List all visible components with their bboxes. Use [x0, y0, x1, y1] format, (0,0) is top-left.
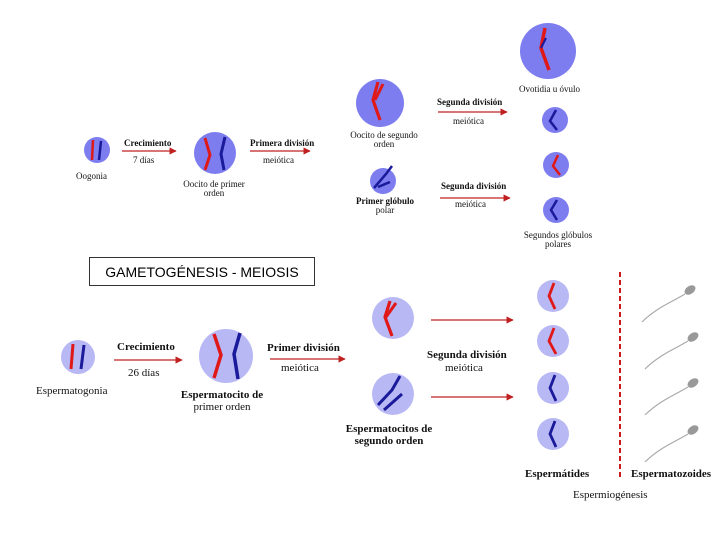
oogenesis-growth-label: Crecimiento [124, 138, 172, 148]
spermatid-cell [537, 418, 569, 450]
primary-oocyte-cell [194, 132, 236, 174]
spermatogenesis-first-division-sub-label: meiótica [281, 362, 319, 374]
spermatozoon [641, 285, 696, 323]
spermiogenesis-label: Espermiogénesis [573, 489, 648, 501]
spermatids-label: Espermátides [525, 468, 590, 480]
spermatid-cell [537, 325, 569, 357]
spermatozoa-label: Espermatozoides [631, 468, 712, 480]
ootid-label: Ovotidia u óvulo [519, 84, 580, 94]
second-polar-body-cell [543, 197, 569, 223]
spermatozoon [644, 425, 699, 463]
secondary-spermatocyte-cell [372, 297, 414, 339]
diagram-title: GAMETOGÉNESIS - MEIOSIS [105, 263, 299, 280]
oogenesis-growth-days-label: 7 días [133, 155, 155, 165]
first-polar-body-cell [370, 165, 396, 194]
oogenesis-first-division-sub-label: meiótica [263, 155, 294, 165]
primary-spermatocyte-cell [199, 329, 253, 383]
oogonia-label: Oogonia [76, 171, 107, 181]
spermatid-cell [537, 372, 569, 404]
spermatogenesis-second-division-sub-label: meiótica [445, 362, 483, 374]
spermatogenesis-growth-label: Crecimiento [117, 341, 175, 353]
spermatogonia-label: Espermatogonia [36, 385, 108, 397]
secondary-oocyte-cell [356, 79, 404, 127]
second-polar-body-cell [542, 107, 568, 133]
secondary-spermatocyte-cell [372, 373, 414, 415]
spermatogonia-cell [61, 340, 95, 374]
spermatogenesis-second-division-label: Segunda división [427, 349, 507, 361]
diagram-title-box: GAMETOGÉNESIS - MEIOSIS [89, 257, 315, 286]
spermatid-cell [537, 280, 569, 312]
oogenesis-second-division-bottom-sub-label: meiótica [455, 199, 486, 209]
oogonia-cell [84, 137, 110, 163]
oogenesis-second-division-top-label: Segunda división [437, 97, 503, 107]
ootid-cell [520, 23, 576, 79]
spermatogenesis-first-division-label: Primer división [267, 342, 340, 354]
spermatogenesis-growth-days-label: 26 días [128, 367, 160, 379]
spermatozoon [644, 378, 699, 416]
oogenesis-second-division-top-sub-label: meiótica [453, 116, 484, 126]
spermatozoon [644, 332, 699, 370]
second-polar-body-cell [543, 152, 569, 178]
oogenesis-first-division-label: Primera división [250, 138, 315, 148]
oogenesis-second-division-bottom-label: Segunda división [441, 181, 507, 191]
